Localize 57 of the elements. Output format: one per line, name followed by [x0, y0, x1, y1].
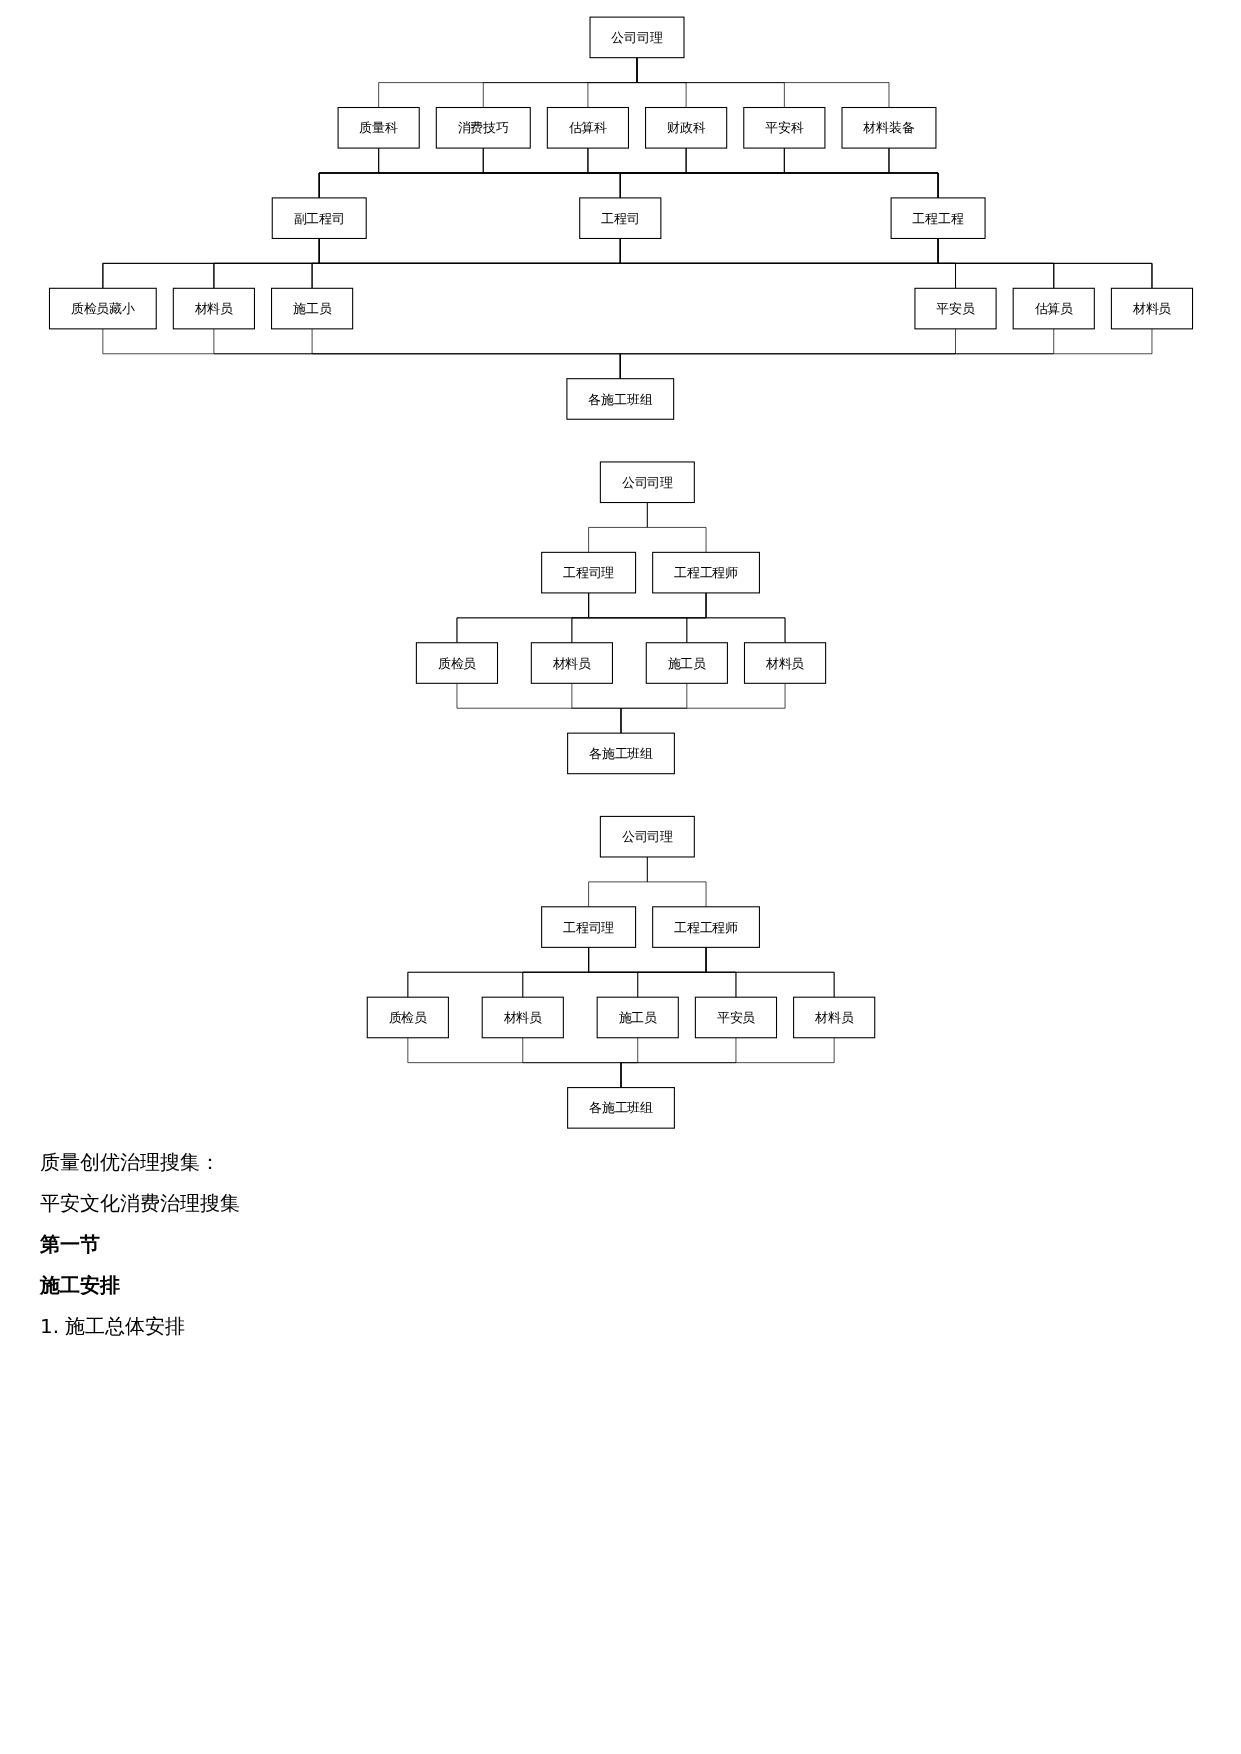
node-box: 材料员 [743, 642, 826, 684]
node-box: 施工员 [270, 287, 353, 330]
node-box: 质检员 [366, 996, 449, 1039]
connector [888, 147, 938, 199]
node-box: 公司司理 [589, 16, 685, 59]
node-box: 各施工班组 [565, 378, 674, 420]
node-box: 工程司理 [540, 551, 636, 594]
node-box: 材料员 [530, 642, 613, 684]
connector [937, 238, 1152, 289]
connector [783, 147, 938, 199]
note-text: 平安文化消费治理搜集 [40, 1190, 241, 1218]
connector [587, 592, 785, 644]
section-heading: 第一节 [40, 1231, 101, 1259]
node-box: 工程司理 [540, 906, 636, 948]
connector [482, 147, 938, 199]
connector [685, 147, 938, 199]
node-box: 财政科 [644, 106, 727, 149]
node-box: 工程司 [578, 197, 661, 239]
node-box: 质检员 [415, 642, 498, 684]
node-box: 消费技巧 [435, 106, 531, 149]
connector [705, 947, 835, 998]
node-box: 质检员藏小 [48, 287, 157, 330]
node-box: 工程工程师 [651, 906, 760, 948]
node-box: 工程工程师 [651, 551, 760, 594]
node-box: 副工程司 [271, 197, 367, 239]
connector [587, 947, 835, 998]
node-box: 估算员 [1012, 287, 1095, 330]
node-box: 各施工班组 [566, 732, 675, 775]
node-box: 平安员 [694, 996, 777, 1039]
note-text: 质量创优治理搜集： [40, 1149, 221, 1177]
node-box: 质量科 [337, 106, 420, 149]
connector [377, 147, 938, 199]
node-box: 公司司理 [599, 815, 695, 858]
node-box: 施工员 [645, 642, 728, 684]
note-text: 1. 施工总体安排 [40, 1313, 187, 1341]
node-box: 材料员 [792, 996, 875, 1039]
connector [619, 328, 1152, 380]
node-box: 材料装备 [840, 106, 936, 149]
node-box: 估算科 [546, 106, 629, 149]
connector [705, 592, 785, 644]
connector [587, 147, 938, 199]
node-box: 材料员 [1110, 287, 1193, 330]
node-box: 平安员 [913, 287, 997, 330]
connector [619, 238, 1152, 289]
connector [646, 856, 706, 908]
connector [636, 57, 889, 108]
node-box: 材料员 [481, 996, 564, 1039]
node-box: 平安科 [742, 106, 825, 149]
node-box: 各施工班组 [566, 1087, 675, 1129]
node-box: 工程工程 [890, 197, 986, 239]
node-box: 材料员 [172, 287, 255, 330]
node-box: 公司司理 [599, 461, 695, 504]
node-box: 施工员 [596, 996, 679, 1039]
connector [620, 1037, 835, 1088]
connector [620, 682, 785, 734]
connector [646, 502, 706, 553]
section-heading: 施工安排 [40, 1272, 121, 1300]
